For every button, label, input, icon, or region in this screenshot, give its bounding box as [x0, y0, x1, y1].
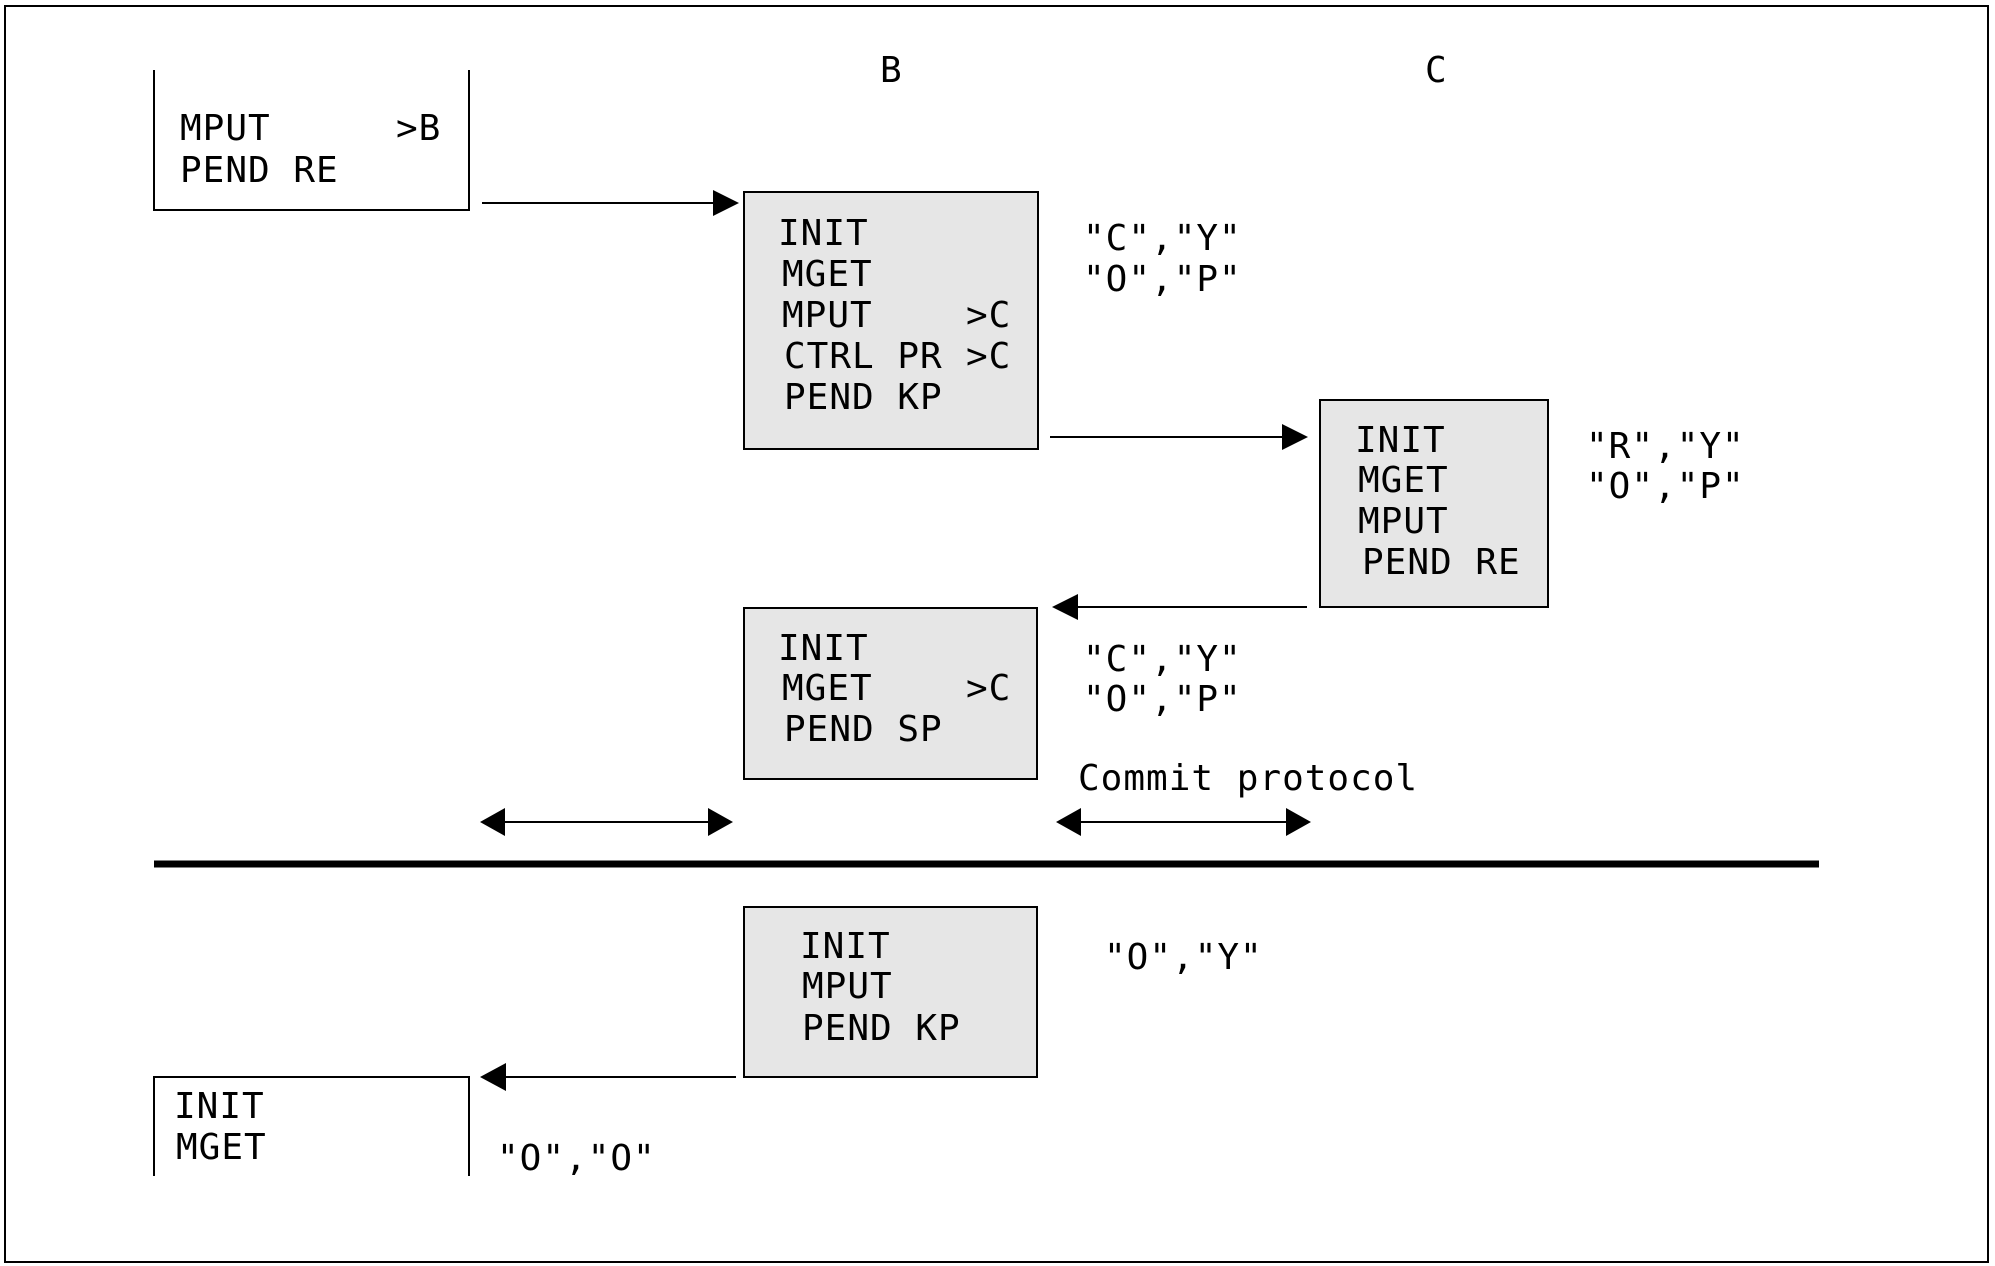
block-line: MPUT: [1358, 501, 1449, 542]
block-line: PEND KP: [802, 1008, 961, 1049]
block-target: >C: [966, 336, 1011, 377]
block-b-third-frame: [743, 906, 1038, 1078]
block-c-frame: [1319, 399, 1549, 608]
block-line: MGET: [176, 1127, 267, 1168]
arrowhead-icon: [708, 808, 733, 836]
block-c: INIT MGET MPUT PEND RE: [1319, 399, 1549, 608]
block-line: PEND SP: [784, 709, 943, 750]
annotation: "O","P": [1586, 466, 1745, 507]
block-line: INIT: [1355, 420, 1446, 461]
double-arrow-left: [480, 808, 733, 836]
column-label-c: C: [1425, 50, 1448, 91]
outer-border: [4, 5, 1989, 1263]
block-line: CTRL PR: [784, 336, 943, 377]
block-line: PEND RE: [1362, 542, 1521, 583]
block-line: INIT: [778, 628, 869, 669]
annotation: "O","P": [1083, 259, 1242, 300]
block-a-end: INIT MGET: [153, 1076, 470, 1176]
block-b-first-frame: [743, 191, 1039, 450]
arrowhead-icon: [480, 1063, 506, 1091]
annotation: "C","Y": [1083, 639, 1242, 680]
arrowhead-icon: [1052, 594, 1078, 620]
block-target: >B: [396, 108, 441, 149]
commit-protocol-label: Commit protocol: [1078, 758, 1418, 799]
block-a-start-frame: [153, 70, 470, 211]
arrowhead-icon: [713, 190, 739, 216]
block-b-second-frame: [743, 607, 1038, 780]
arrow-b-to-a: [480, 1063, 736, 1091]
block-a-end-frame: [153, 1076, 470, 1176]
double-arrow-commit: [1056, 808, 1311, 836]
arrowhead-icon: [1286, 808, 1311, 836]
arrowhead-icon: [1056, 808, 1081, 836]
annotation: "O","O": [497, 1138, 656, 1179]
block-line: MGET: [1358, 460, 1449, 501]
arrow-c-to-b: [1052, 594, 1307, 620]
block-b-second: INIT MGET >C PEND SP: [743, 607, 1038, 780]
block-line: INIT: [800, 926, 891, 967]
block-b-third: INIT MPUT PEND KP: [743, 906, 1038, 1078]
block-line: PEND RE: [180, 150, 339, 191]
arrow-b-to-c: [1050, 424, 1308, 450]
arrowhead-icon: [1282, 424, 1308, 450]
annotation: "C","Y": [1083, 218, 1242, 259]
block-b-first: INIT MGET MPUT >C CTRL PR >C PEND KP: [743, 191, 1039, 450]
annotation: "O","P": [1083, 679, 1242, 720]
block-line: INIT: [174, 1086, 265, 1127]
block-line: INIT: [778, 213, 869, 254]
block-line: MGET: [782, 254, 873, 295]
block-a-start: MPUT >B PEND RE: [153, 70, 470, 211]
annotation: "O","Y": [1104, 937, 1263, 978]
annotation: "R","Y": [1586, 426, 1745, 467]
block-target: >C: [966, 668, 1011, 709]
arrowhead-icon: [480, 808, 505, 836]
block-target: >C: [966, 295, 1011, 336]
arrow-a-to-b: [482, 190, 739, 216]
block-line: MPUT: [782, 295, 873, 336]
block-line: MPUT: [180, 108, 271, 149]
column-label-b: B: [880, 50, 903, 91]
block-line: MGET: [782, 668, 873, 709]
block-line: PEND KP: [784, 377, 943, 418]
block-line: MPUT: [802, 966, 893, 1007]
